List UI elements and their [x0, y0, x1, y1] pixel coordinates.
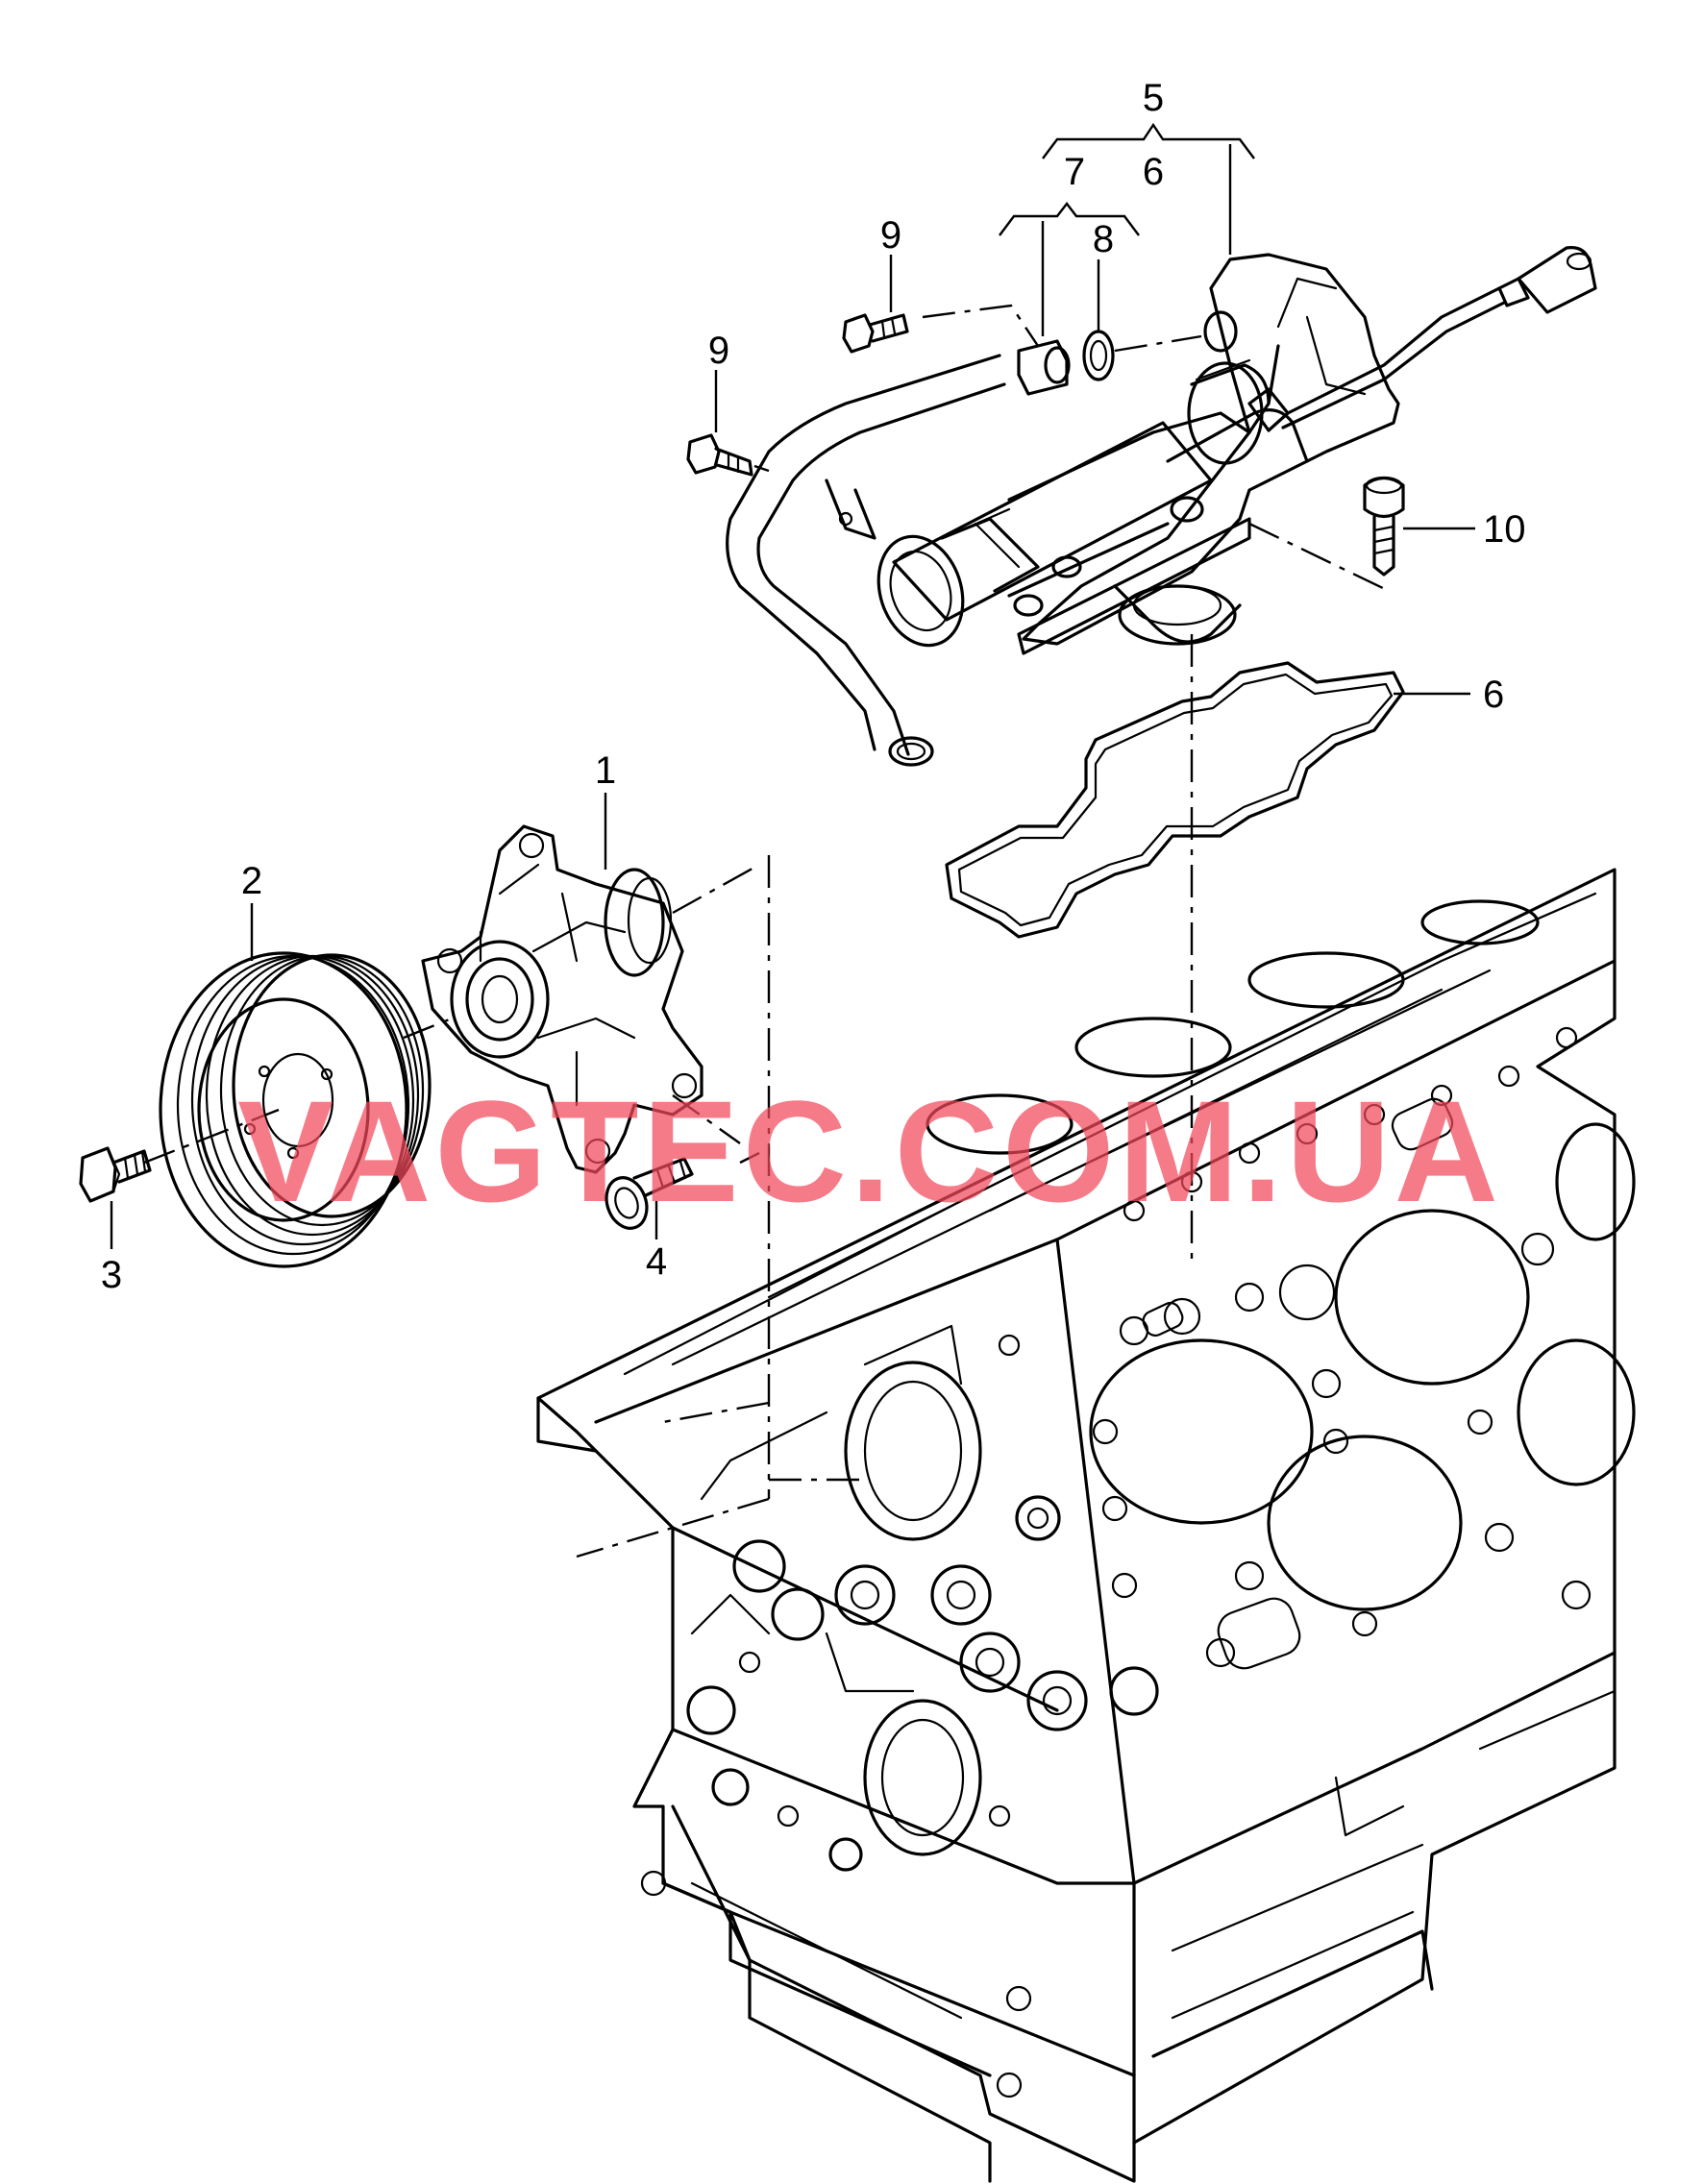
water-pump — [421, 824, 703, 1174]
gasket — [945, 661, 1405, 939]
callout-7: 7 — [1064, 151, 1085, 193]
callout-6-gasket: 6 — [1483, 674, 1504, 716]
callout-1: 1 — [595, 749, 616, 792]
callout-9-upper: 9 — [880, 214, 901, 257]
callout-5: 5 — [1143, 77, 1164, 119]
callout-9-lower: 9 — [708, 330, 729, 372]
assembly-lines — [143, 304, 1390, 1558]
callout-3: 3 — [101, 1254, 122, 1296]
o-ring — [1082, 330, 1115, 381]
engine-block — [536, 868, 1636, 2183]
hose-bolt-upper — [842, 313, 909, 354]
callout-8: 8 — [1093, 218, 1114, 260]
pump-bolt — [605, 1157, 694, 1230]
callout-10: 10 — [1483, 508, 1526, 551]
callout-6-top: 6 — [1143, 151, 1164, 193]
callouts: 1 2 3 4 5 6 7 8 9 9 10 6 — [101, 77, 1526, 1296]
callout-4: 4 — [646, 1240, 667, 1283]
pulley — [159, 951, 432, 1268]
housing-bolt — [1363, 476, 1405, 577]
callout-2: 2 — [241, 860, 262, 902]
watermark: VAGTEC.COM.UA — [237, 1070, 1502, 1232]
leader-lines — [110, 122, 1475, 1249]
coolant-housing — [726, 246, 1597, 767]
hose-bolt-lower — [686, 433, 753, 477]
pulley-bolt — [79, 1146, 152, 1203]
